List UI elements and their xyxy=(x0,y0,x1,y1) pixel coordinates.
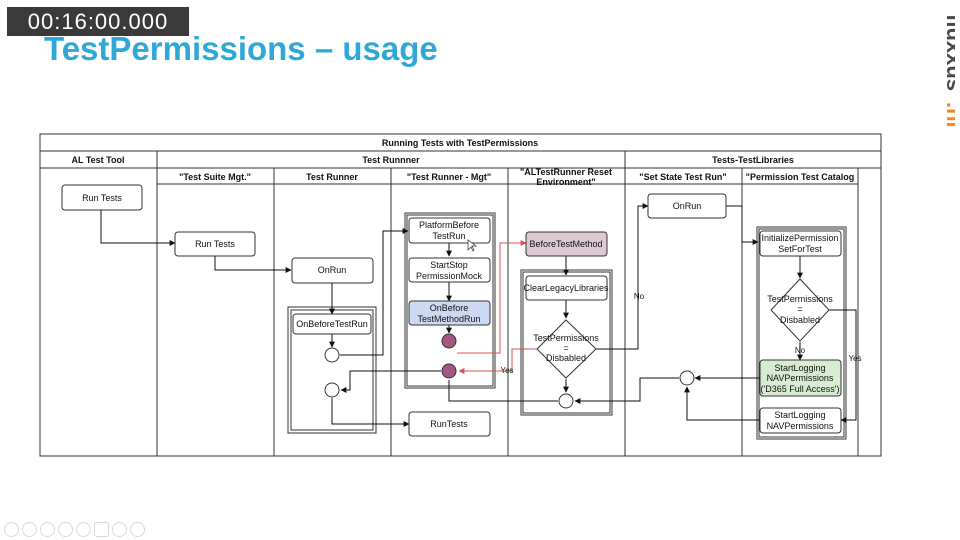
pool-test-libraries: Tests-TestLibraries xyxy=(712,155,794,165)
event-circle xyxy=(324,382,340,398)
node-label: TestMethodRun xyxy=(417,314,480,324)
decision-reset-node: TestPermissions = Disbabled xyxy=(533,319,599,379)
lane-test-runner: Test Runner xyxy=(306,172,358,182)
node-label: StartLogging xyxy=(774,363,825,373)
lane-reset-environment-2: Environment" xyxy=(536,177,595,187)
node-label: OnRun xyxy=(318,265,347,275)
pool-al-test-tool: AL Test Tool xyxy=(72,155,125,165)
node-label: ClearLegacyLibraries xyxy=(523,283,609,293)
onrun-runner-node: OnRun xyxy=(291,257,374,284)
clear-legacy-libraries-node: ClearLegacyLibraries xyxy=(523,275,609,301)
event-circle-purple xyxy=(441,363,457,379)
onrun-state-node: OnRun xyxy=(647,193,727,219)
decision-catalog-node: TestPermissions = Disbabled xyxy=(767,278,833,342)
startstop-permission-mock-node: StartStop PermissionMock xyxy=(408,257,491,283)
slides-icon[interactable] xyxy=(58,522,73,537)
node-label: InitializePermission xyxy=(761,233,838,243)
start-logging-full-access-node: StartLogging NAVPermissions ('D365 Full … xyxy=(759,359,842,397)
node-label: Run Tests xyxy=(195,239,235,249)
node-label: Run Tests xyxy=(82,193,122,203)
event-circle xyxy=(324,347,340,363)
node-label: OnRun xyxy=(673,201,702,211)
mouse-cursor-icon xyxy=(467,239,478,252)
lane-test-runner-mgt: "Test Runner - Mgt" xyxy=(407,172,491,182)
slide-title: TestPermissions – usage xyxy=(44,30,438,67)
event-circle xyxy=(679,370,695,386)
next-icon[interactable] xyxy=(22,522,37,537)
prev-icon[interactable] xyxy=(4,522,19,537)
initialize-permission-node: InitializePermission SetForTest xyxy=(759,230,842,257)
node-label: = xyxy=(563,343,568,353)
node-label: StartStop xyxy=(430,260,468,270)
node-label: PlatformBefore xyxy=(419,220,479,230)
lane-set-state: "Set State Test Run" xyxy=(639,172,726,182)
subtitles-icon[interactable] xyxy=(94,522,109,537)
node-label: NAVPermissions xyxy=(767,421,834,431)
lane-test-suite-mgt: "Test Suite Mgt." xyxy=(179,172,251,182)
node-label: BeforeTestMethod xyxy=(529,239,602,249)
edge-label-no: No xyxy=(634,292,645,301)
presentation-controls xyxy=(4,522,145,537)
on-before-test-run-node: OnBeforeTestRun xyxy=(292,313,372,335)
lane-permission-catalog: "Permission Test Catalog xyxy=(746,172,855,182)
node-label: RunTests xyxy=(430,419,468,429)
logo-text: fluxxus xyxy=(942,14,955,91)
more-icon[interactable] xyxy=(130,522,145,537)
start-logging-node: StartLogging NAVPermissions xyxy=(759,407,842,434)
node-label: = xyxy=(797,304,802,314)
lane-reset-environment: "ALTestRunner Reset xyxy=(520,167,612,177)
video-timestamp: 00:16:00.000 xyxy=(7,7,189,36)
node-label: TestRun xyxy=(432,231,465,241)
diagram-frame xyxy=(39,133,882,457)
node-label: Disbabled xyxy=(546,353,586,363)
node-label: TestPermissions xyxy=(767,294,833,304)
node-label: TestPermissions xyxy=(533,333,599,343)
before-test-method-node: BeforeTestMethod xyxy=(525,231,608,257)
diagram-title: Running Tests with TestPermissions xyxy=(382,138,538,148)
node-label: StartLogging xyxy=(774,410,825,420)
on-before-test-method-run-node: OnBefore TestMethodRun xyxy=(408,300,491,326)
camera-icon[interactable] xyxy=(112,522,127,537)
node-label: NAVPermissions xyxy=(767,373,834,383)
edge-label-no: No xyxy=(795,346,806,355)
edge-label-yes: Yes xyxy=(848,354,861,363)
pen-icon[interactable] xyxy=(40,522,55,537)
node-label: OnBefore xyxy=(430,303,469,313)
platform-before-test-run-node: PlatformBefore TestRun xyxy=(408,217,491,244)
logo-suffix: .nl xyxy=(942,102,955,128)
node-label: ('D365 Full Access') xyxy=(761,384,840,394)
pool-test-runner: Test Runnner xyxy=(362,155,420,165)
run-tests-mgt-node: RunTests xyxy=(408,411,491,437)
node-label: PermissionMock xyxy=(416,271,483,281)
event-circle-purple xyxy=(441,333,457,349)
fluxxus-logo: fluxxus .nl xyxy=(942,14,955,128)
node-label: Disbabled xyxy=(780,315,820,325)
node-label: OnBeforeTestRun xyxy=(296,319,368,329)
node-label: SetForTest xyxy=(778,244,822,254)
event-circle xyxy=(558,393,574,409)
run-tests-suite-node: Run Tests xyxy=(174,231,256,257)
zoom-icon[interactable] xyxy=(76,522,91,537)
edge-label-yes: Yes xyxy=(500,366,513,375)
run-tests-tool-node: Run Tests xyxy=(61,184,143,211)
